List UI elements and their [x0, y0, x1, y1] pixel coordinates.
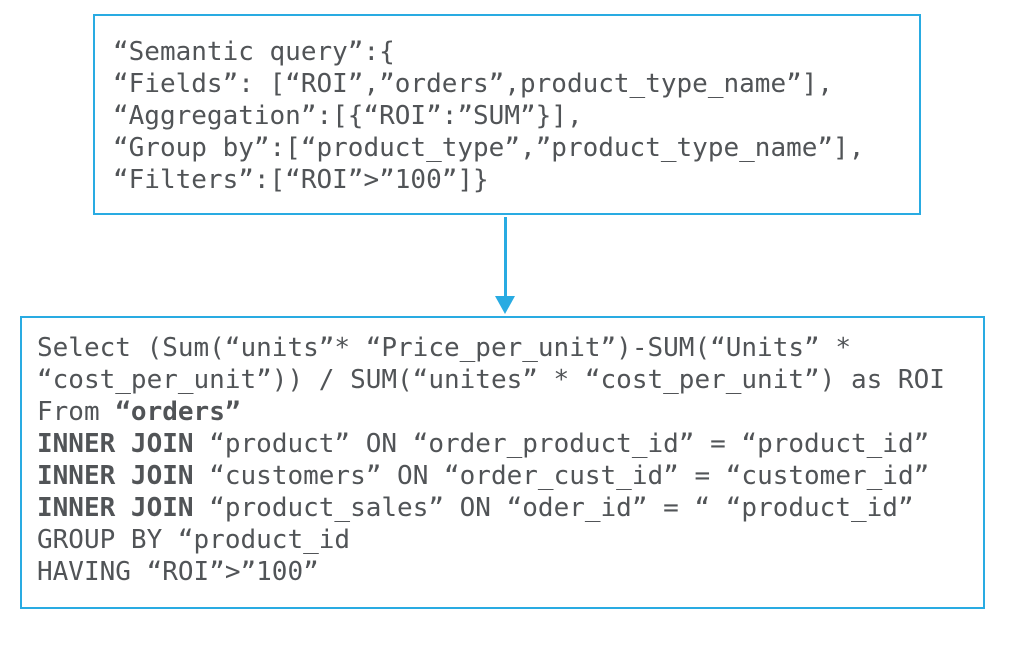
semantic-query-code: “Semantic query”:{“Fields”: [“ROI”,”orde…	[113, 36, 909, 196]
code-line: INNER JOIN “product” ON “order_product_i…	[37, 428, 975, 460]
code-line: From “orders”	[37, 396, 975, 428]
arrow-head-icon	[495, 296, 515, 314]
code-segment: INNER JOIN	[37, 461, 194, 491]
code-segment: GROUP BY “product_id	[37, 525, 351, 555]
code-segment: “customers” ON “order_cust_id” = “custom…	[193, 461, 930, 491]
code-line: INNER JOIN “customers” ON “order_cust_id…	[37, 460, 975, 492]
sql-query-box: Select (Sum(“units”* “Price_per_unit”)-S…	[20, 316, 985, 609]
code-segment: “Filters”:[“ROI”>”100”]}	[113, 165, 489, 195]
code-segment: “product_sales” ON “oder_id” = “ “produc…	[193, 493, 914, 523]
code-segment: Select (Sum(“units”* “Price_per_unit”)-S…	[37, 333, 851, 363]
code-segment: “orders”	[115, 397, 241, 427]
code-segment: INNER JOIN	[37, 429, 194, 459]
code-line: GROUP BY “product_id	[37, 524, 975, 556]
code-segment: HAVING “ROI”>”100”	[37, 557, 319, 587]
code-line: “Aggregation”:[{“ROI”:”SUM”}],	[113, 100, 909, 132]
code-segment: “Semantic query”:{	[113, 37, 395, 67]
down-arrow-connector	[495, 217, 516, 314]
code-line: “Filters”:[“ROI”>”100”]}	[113, 164, 909, 196]
code-segment: “Aggregation”:[{“ROI”:”SUM”}],	[113, 101, 583, 131]
code-line: “Fields”: [“ROI”,”orders”,product_type_n…	[113, 68, 909, 100]
code-line: HAVING “ROI”>”100”	[37, 556, 975, 588]
code-segment: From	[37, 397, 116, 427]
code-line: “Group by”:[“product_type”,”product_type…	[113, 132, 909, 164]
code-segment: “cost_per_unit”)) / SUM(“unites” * “cost…	[37, 365, 945, 395]
code-line: Select (Sum(“units”* “Price_per_unit”)-S…	[37, 332, 975, 364]
code-line: “Semantic query”:{	[113, 36, 909, 68]
arrow-line	[504, 217, 507, 298]
semantic-query-box: “Semantic query”:{“Fields”: [“ROI”,”orde…	[93, 14, 921, 215]
sql-query-code: Select (Sum(“units”* “Price_per_unit”)-S…	[37, 332, 975, 588]
code-segment: “Group by”:[“product_type”,”product_type…	[113, 133, 865, 163]
code-line: “cost_per_unit”)) / SUM(“unites” * “cost…	[37, 364, 975, 396]
code-segment: “Fields”: [“ROI”,”orders”,product_type_n…	[113, 69, 834, 99]
code-line: INNER JOIN “product_sales” ON “oder_id” …	[37, 492, 975, 524]
code-segment: INNER JOIN	[37, 493, 194, 523]
code-segment: “product” ON “order_product_id” = “produ…	[193, 429, 930, 459]
